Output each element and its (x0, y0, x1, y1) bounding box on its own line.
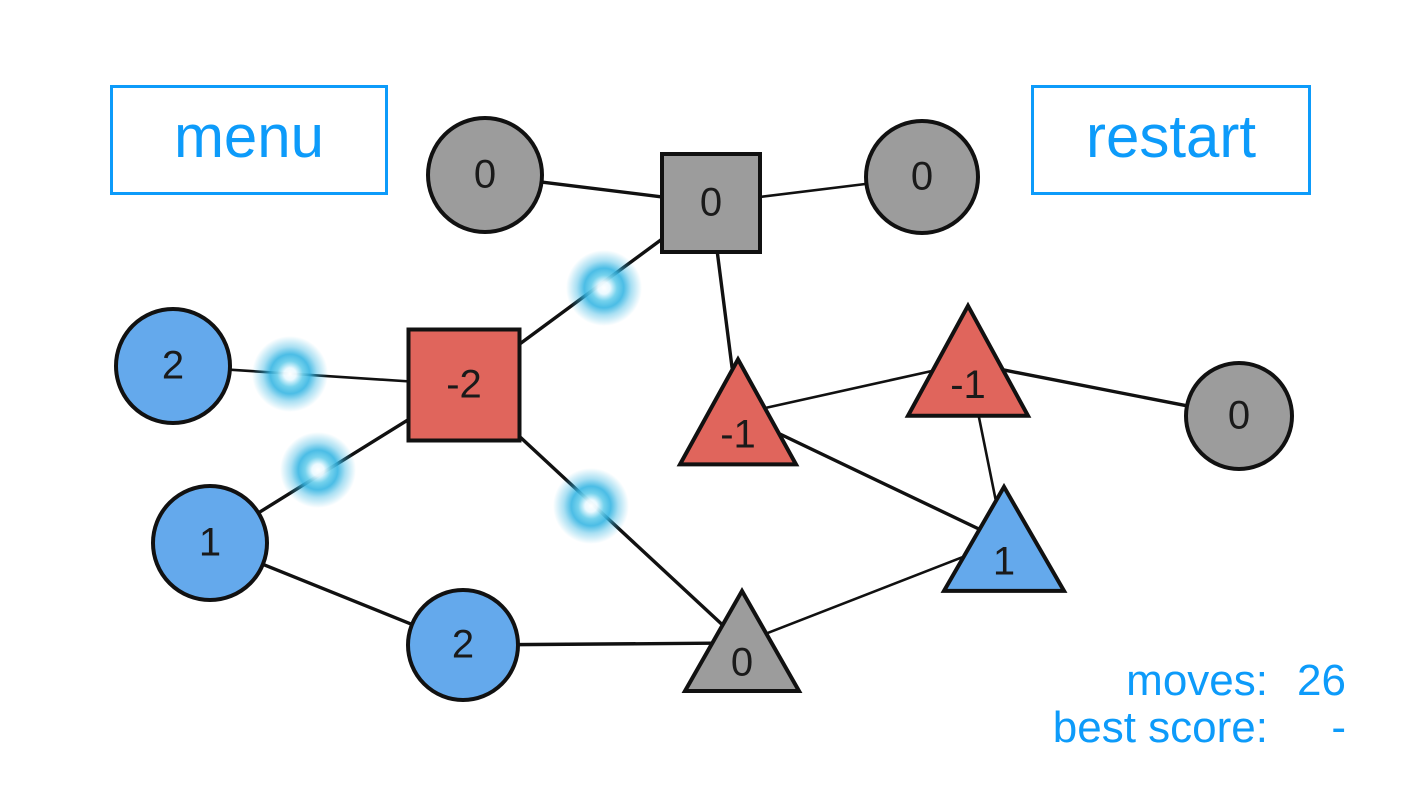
node-shape-circle[interactable] (151, 484, 269, 602)
node-shape-circle[interactable] (426, 116, 544, 234)
graph-node-triangle-red[interactable]: -1 (904, 301, 1032, 418)
edge-glow-marker-icon[interactable] (553, 468, 629, 544)
node-shape-triangle[interactable] (940, 482, 1068, 593)
graph-node-square-red[interactable]: -2 (406, 327, 522, 443)
graph-edge[interactable] (977, 413, 997, 501)
best-score-row: best score: - (1053, 704, 1346, 752)
graph-node-triangle-blue[interactable]: 1 (940, 482, 1068, 593)
restart-button[interactable]: restart (1031, 85, 1311, 195)
graph-edge[interactable] (1002, 368, 1191, 408)
moves-label: moves: (1126, 655, 1268, 705)
edge-marker-layer[interactable] (252, 250, 642, 544)
best-score-label: best score: (1052, 703, 1268, 753)
graph-edge[interactable] (756, 182, 870, 199)
graph-node-circle-gray[interactable]: 0 (426, 116, 544, 234)
node-shape-triangle[interactable] (676, 355, 800, 467)
graph-node-circle-blue[interactable]: 1 (151, 484, 269, 602)
menu-button[interactable]: menu (110, 85, 388, 195)
node-shape-triangle[interactable] (681, 586, 803, 693)
graph-edge[interactable] (715, 248, 734, 370)
edge-glow-marker-icon[interactable] (280, 432, 356, 508)
node-shape-circle[interactable] (114, 307, 232, 425)
moves-row: moves: 26 (1053, 657, 1346, 705)
node-shape-square[interactable] (660, 152, 762, 254)
node-shape-square[interactable] (406, 327, 522, 443)
node-shape-triangle[interactable] (904, 301, 1032, 418)
best-score-value: - (1331, 703, 1346, 753)
graph-edge[interactable] (259, 561, 416, 627)
graph-node-circle-blue[interactable]: 2 (114, 307, 232, 425)
graph-node-square-gray[interactable]: 0 (660, 152, 762, 254)
edge-glow-marker-icon[interactable] (566, 250, 642, 326)
graph-edge[interactable] (514, 641, 713, 647)
graph-edge[interactable] (765, 556, 964, 635)
moves-value: 26 (1297, 655, 1346, 705)
score-panel: moves: 26 best score: - (1053, 657, 1346, 752)
graph-node-circle-gray[interactable]: 0 (864, 119, 980, 235)
graph-edge[interactable] (537, 180, 666, 199)
graph-node-circle-gray[interactable]: 0 (1184, 361, 1294, 471)
node-shape-circle[interactable] (864, 119, 980, 235)
graph-node-triangle-red[interactable]: -1 (676, 355, 800, 467)
graph-edge[interactable] (765, 369, 934, 410)
node-shape-circle[interactable] (1184, 361, 1294, 471)
edge-glow-marker-icon[interactable] (252, 336, 328, 412)
graph-node-circle-blue[interactable]: 2 (406, 588, 520, 702)
node-shape-circle[interactable] (406, 588, 520, 702)
graph-edge[interactable] (778, 432, 982, 532)
